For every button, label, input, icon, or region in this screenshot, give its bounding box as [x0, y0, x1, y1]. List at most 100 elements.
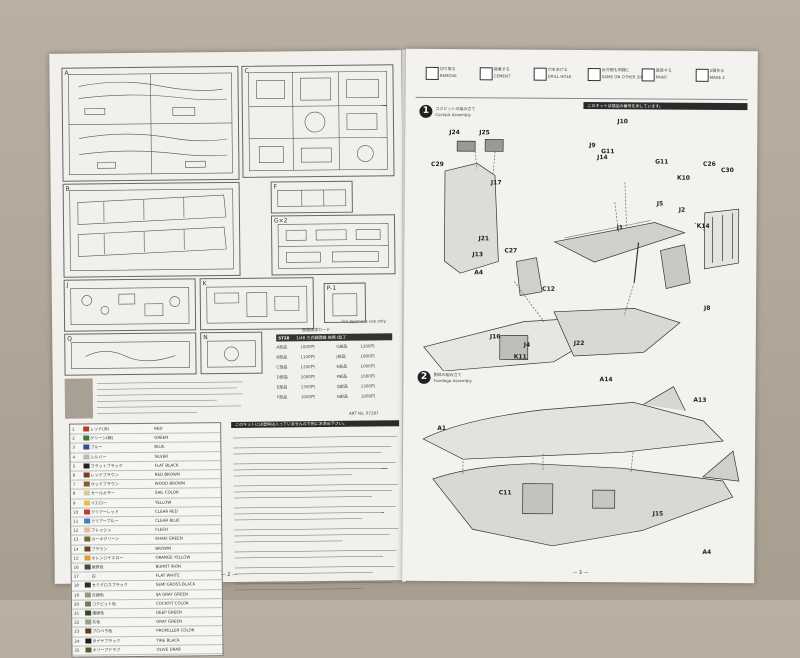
- order-card-title: 部品請求カード: [302, 327, 330, 332]
- sprue-n-drawing: [201, 333, 261, 374]
- color-swatch: [85, 601, 91, 606]
- left-page-number: — 2 —: [221, 572, 237, 578]
- legend-label-en: PAINT: [656, 75, 668, 80]
- part-label: A1: [437, 425, 446, 432]
- legend-label-jp: 2個作る: [710, 68, 725, 73]
- color-name-en: DEEP GREEN: [156, 609, 182, 614]
- order-item: C部品: [277, 364, 288, 369]
- color-swatch: [84, 500, 90, 505]
- color-name-en: FLESH: [155, 527, 168, 532]
- color-swatch: [84, 528, 90, 533]
- sprue-label-g: G×2: [274, 217, 288, 224]
- order-item-price: 1000円: [360, 363, 374, 368]
- info-stripe: [65, 378, 93, 418]
- part-label: A13: [693, 397, 706, 404]
- sprue-label-k: K: [203, 280, 207, 287]
- color-name-en: WOOD BROWN: [155, 481, 185, 486]
- color-number: 19: [74, 592, 79, 597]
- part-label: J25: [479, 129, 490, 136]
- color-name-jp: 灰緑色: [92, 592, 104, 598]
- color-number: 9: [73, 500, 76, 505]
- part-label: J13: [472, 251, 483, 258]
- color-name-en: GREEN: [154, 435, 168, 440]
- legend-label-jp: 接着する: [494, 66, 510, 71]
- color-name-en: BURNT IRON: [156, 564, 181, 569]
- part-label: C30: [721, 167, 734, 174]
- color-name-en: BROWN: [155, 545, 171, 550]
- paint-notes-area: このキットには塗料は入っていませんので別にお求め下さい。: [231, 420, 401, 572]
- color-swatch: [85, 629, 91, 634]
- color-name-jp: 濃緑色: [92, 610, 104, 616]
- color-name-jp: グリーン(緑): [90, 435, 113, 441]
- color-name-en: FLAT BLACK: [155, 462, 179, 467]
- color-swatch: [84, 463, 90, 468]
- color-number: 13: [73, 537, 78, 542]
- legend-label-en: MAKE 2: [710, 75, 725, 80]
- legend-label-jp: 塗装する: [656, 68, 672, 73]
- part-label: J24: [449, 129, 460, 136]
- part-label: A4: [474, 269, 483, 276]
- color-name-en: RED: [154, 426, 162, 431]
- part-label: K10: [677, 175, 690, 182]
- order-card-code: ST28: [278, 335, 289, 340]
- fuselage-assembly-drawing: [402, 379, 755, 571]
- color-name-jp: 白: [92, 574, 96, 580]
- order-item: N部品: [337, 394, 348, 399]
- sprue-b-frame: B: [63, 182, 241, 278]
- step-2-title-jp: 胴体の組み立て: [434, 372, 462, 377]
- color-number: 1: [72, 427, 75, 432]
- color-name-en: KHAKI GREEN: [155, 536, 182, 541]
- color-name-en: SAIL COLOR: [155, 490, 179, 495]
- color-swatch: [83, 445, 89, 450]
- color-swatch: [84, 546, 90, 551]
- legend-symbol-icon: [696, 69, 709, 82]
- color-swatch: [84, 491, 90, 496]
- sprue-n-frame: N: [200, 332, 262, 375]
- legend-label-jp: 切り取る: [440, 66, 456, 71]
- order-item-price: 1200円: [300, 364, 314, 369]
- order-item: B部品: [276, 354, 287, 359]
- color-number: 23: [74, 629, 79, 634]
- order-item-price: 1000円: [301, 394, 315, 399]
- sprue-a-frame: A: [61, 66, 239, 182]
- color-swatch: [85, 638, 91, 643]
- part-label: K14: [697, 223, 710, 230]
- color-swatch: [84, 518, 90, 523]
- color-number: 5: [73, 463, 76, 468]
- part-label: C11: [499, 489, 512, 496]
- order-item: E部品: [277, 384, 288, 389]
- part-label: J17: [491, 179, 502, 186]
- color-swatch: [84, 482, 90, 487]
- color-swatch: [85, 610, 91, 615]
- color-number: 16: [74, 565, 79, 570]
- order-item: F部品: [277, 394, 287, 399]
- color-name-jp: 焼鉄色: [92, 564, 104, 570]
- color-name-en: TIRE BLACK: [156, 637, 179, 642]
- sprue-g-drawing: [272, 215, 395, 274]
- color-name-en: COCKPIT COLOR: [156, 600, 189, 605]
- color-number: 17: [74, 574, 79, 579]
- color-name-jp: ブルー: [90, 445, 102, 451]
- color-name-en: CLEAR RED: [155, 508, 178, 513]
- part-label: G11: [655, 159, 668, 166]
- legend-label-jp: 反対側も同様に: [602, 67, 630, 72]
- color-number: 14: [73, 546, 78, 551]
- cockpit-assembly-drawing: [404, 111, 758, 373]
- legend-symbol-icon: [534, 68, 547, 81]
- color-name-jp: ブラウン: [91, 546, 107, 552]
- sprue-label-p1: P-1: [327, 285, 337, 292]
- part-label: C26: [703, 161, 716, 168]
- sprue-label-q: Q: [67, 336, 72, 343]
- part-label: J9: [589, 142, 595, 149]
- order-card-product: 1/48 三式戦闘機 飛燕 I型丁: [296, 335, 346, 341]
- color-number: 7: [73, 482, 76, 487]
- color-name-jp: セミグロスブラック: [92, 582, 128, 588]
- sprue-q-frame: Q: [64, 332, 196, 375]
- sprue-a-drawing: [62, 67, 238, 181]
- part-label: J15: [653, 511, 664, 518]
- order-item: P部品: [337, 374, 347, 379]
